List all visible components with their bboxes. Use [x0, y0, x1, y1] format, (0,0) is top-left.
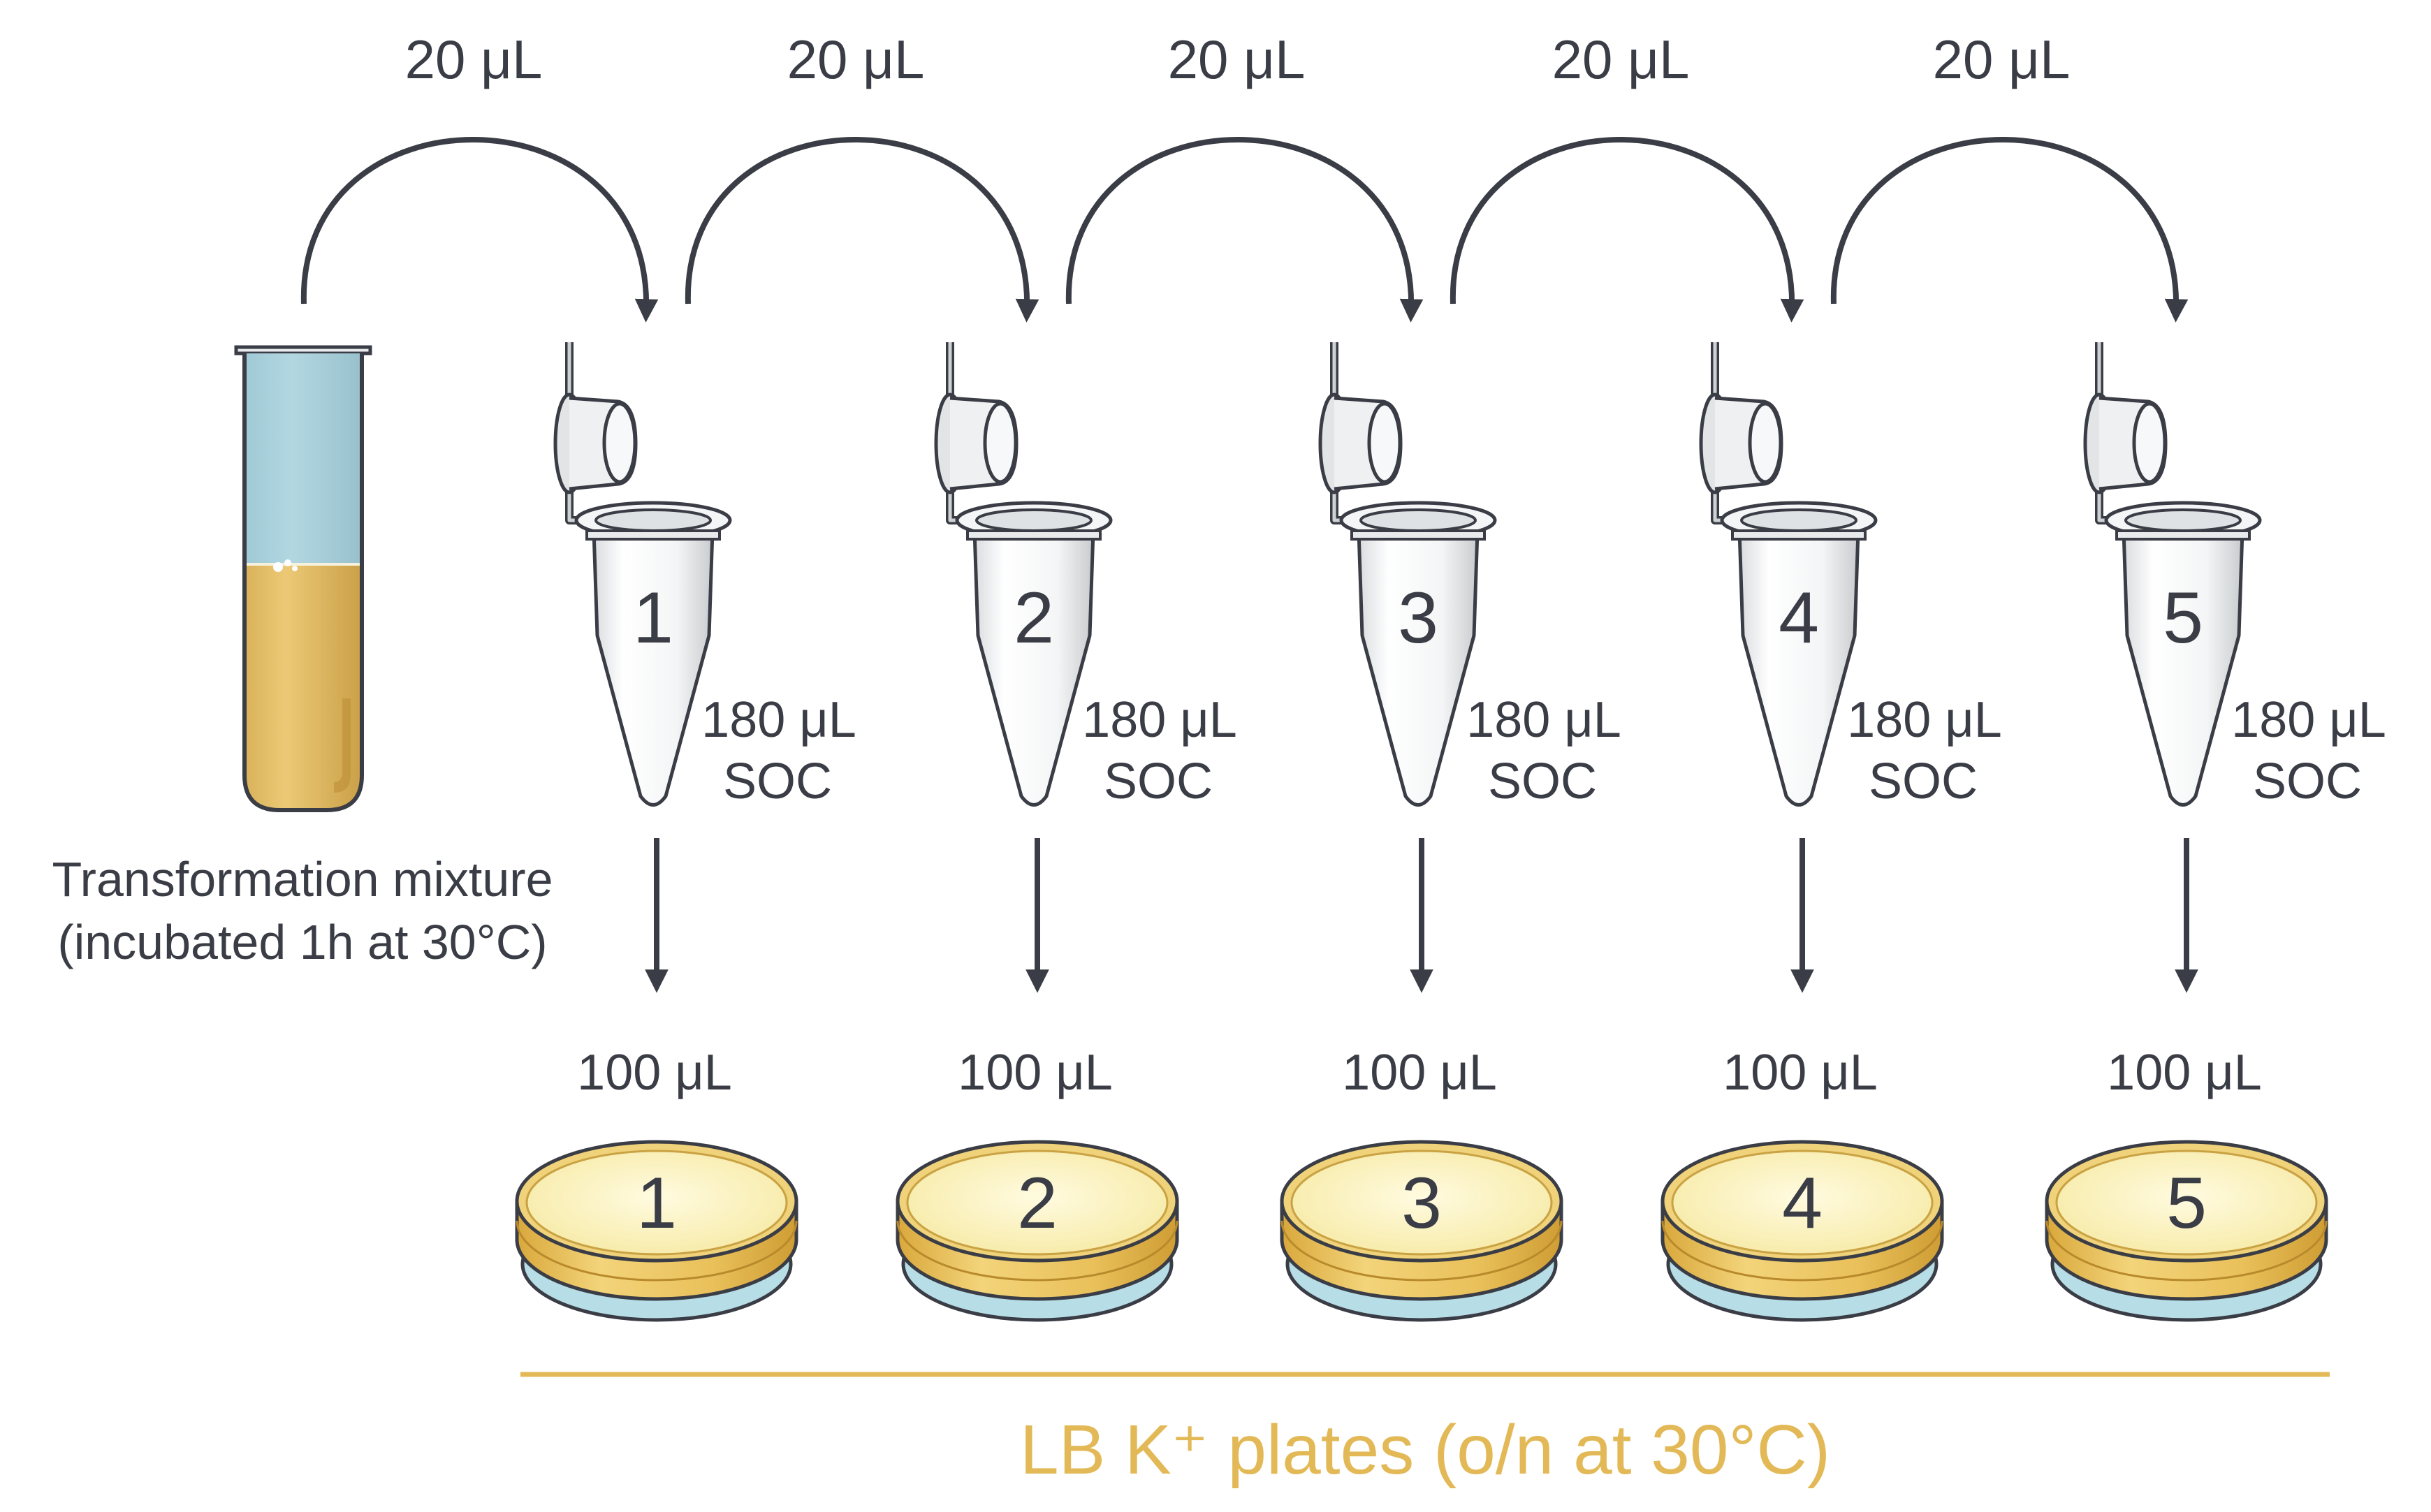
culture-label-line2: (incubated 1h at 30°C) [57, 915, 547, 969]
tube-volume-3: 180 μL [1466, 692, 1621, 748]
tube-number-2: 2 [1014, 578, 1054, 659]
agar-plate-5: 5 [2045, 1140, 2328, 1322]
plate-number-5: 5 [2166, 1163, 2207, 1244]
plated-volume-4: 100 μL [1723, 1045, 1878, 1101]
tube-number-4: 4 [1779, 578, 1819, 659]
transfer-label-4: 20 μL [1552, 29, 1690, 90]
plate-number-3: 3 [1401, 1163, 1442, 1244]
plated-volume-3: 100 μL [1342, 1045, 1497, 1101]
dilution-tube-1: 1 [553, 342, 732, 807]
transfer-arc-2 [685, 137, 1039, 323]
tube-volume-4: 180 μL [1847, 692, 2002, 748]
plated-volume-1: 100 μL [577, 1045, 732, 1101]
agar-plate-2: 2 [896, 1140, 1179, 1322]
transfer-label-5: 20 μL [1933, 29, 2071, 90]
agar-plate-4: 4 [1660, 1140, 1944, 1322]
plate-number-4: 4 [1782, 1163, 1823, 1244]
agar-plates: 1 2 3 4 5 [515, 1140, 2328, 1322]
plating-arrows: 100 μL 100 μL 100 μL 100 μL 100 μL [577, 838, 2262, 1101]
tube-diluent-3: SOC [1488, 754, 1597, 809]
tube-number-3: 3 [1398, 578, 1438, 659]
tube-diluent-5: SOC [2253, 754, 2362, 809]
plate-number-2: 2 [1017, 1163, 1058, 1244]
dilution-tube-3: 3 [1318, 342, 1497, 807]
tube-diluent-4: SOC [1869, 754, 1978, 809]
plate-number-1: 1 [636, 1163, 677, 1244]
culture-label-line1: Transformation mixture [52, 852, 553, 907]
culture-liquid [244, 564, 362, 810]
transfer-arcs [300, 137, 2189, 323]
transfer-arc-1 [300, 137, 659, 323]
tube-diluent-2: SOC [1104, 754, 1213, 809]
dilution-tube-4: 4 [1699, 342, 1878, 807]
agar-plate-3: 3 [1280, 1140, 1563, 1322]
tube-volume-5: 180 μL [2231, 692, 2386, 748]
culture-test-tube [234, 345, 372, 812]
plates-label: LB K⁺ plates (o/n at 30°C) [1020, 1411, 1830, 1489]
transfer-arc-3 [1065, 137, 1424, 323]
agar-plate-1: 1 [515, 1140, 798, 1322]
transfer-label-3: 20 μL [1168, 29, 1306, 90]
dilution-tube-2: 2 [934, 342, 1113, 807]
transfer-arc-4 [1450, 137, 1804, 323]
transfer-label-1: 20 μL [405, 29, 543, 90]
tube-number-5: 5 [2163, 578, 2203, 659]
tube-diluent-1: SOC [723, 754, 832, 809]
culture-medium-top [244, 353, 362, 564]
dilution-tube-5: 5 [2083, 342, 2262, 807]
tube-number-1: 1 [633, 578, 673, 659]
transfer-arc-5 [1830, 137, 2189, 323]
plated-volume-2: 100 μL [958, 1045, 1113, 1101]
plated-volume-5: 100 μL [2107, 1045, 2262, 1101]
transfer-labels: 20 μL 20 μL 20 μL 20 μL 20 μL [405, 29, 2071, 90]
transfer-label-2: 20 μL [787, 29, 925, 90]
tube-volume-2: 180 μL [1082, 692, 1237, 748]
dilution-tubes: 1 180 μL SOC 2 180 μL SOC 3 180 μL SOC 4 180 μL SOC… [553, 342, 2386, 809]
tube-volume-1: 180 μL [701, 692, 856, 748]
